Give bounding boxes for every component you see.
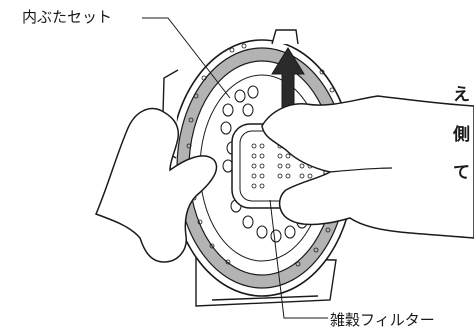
cut-off-text-char: て xyxy=(453,163,470,183)
cut-off-text-char: え xyxy=(453,85,470,105)
grain-filter-leader-line xyxy=(269,199,328,319)
grain-filter-label: 雑穀フィルター xyxy=(330,311,435,329)
lid-tab xyxy=(271,29,299,45)
right-hand xyxy=(261,95,474,239)
right-hand-finger-line xyxy=(329,167,393,173)
inner-lid-set-label: 内ぶたセット xyxy=(22,8,113,26)
left-hand xyxy=(95,107,218,263)
inner-lid-leader-line xyxy=(142,17,231,99)
cut-off-text-char: 側 xyxy=(453,125,470,145)
